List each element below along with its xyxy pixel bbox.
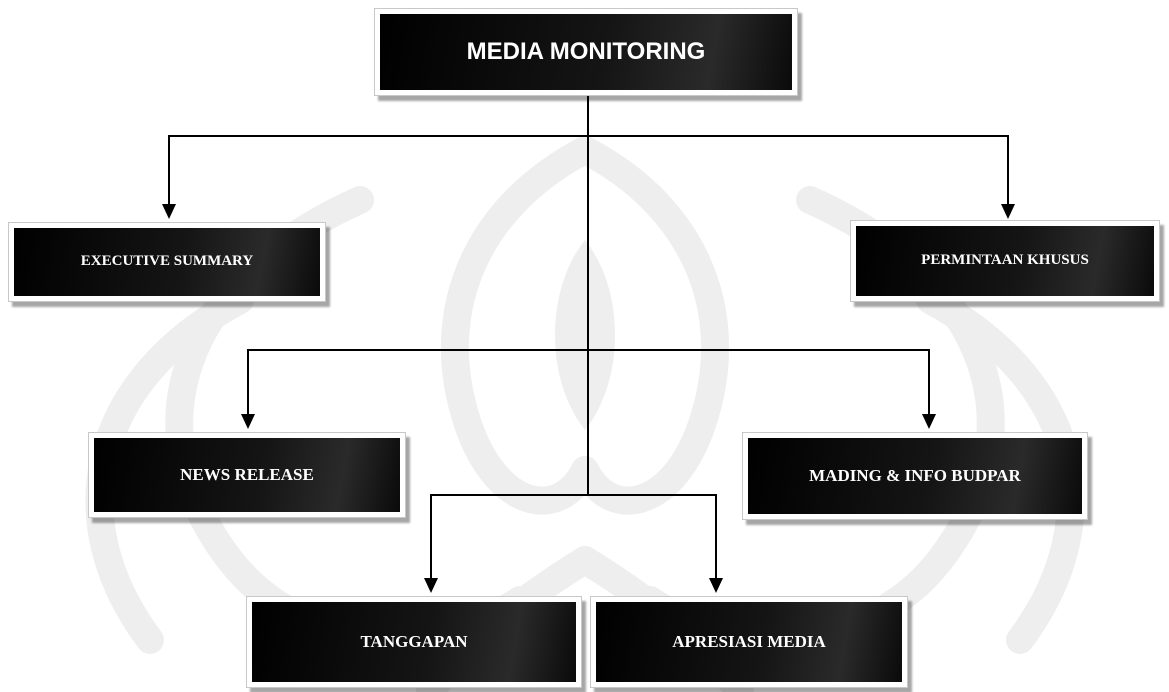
arrowhead-apresiasi-media bbox=[709, 578, 723, 593]
edge-to-executive-summary bbox=[168, 135, 588, 208]
node-label: NEWS RELEASE bbox=[94, 438, 400, 512]
node-label: MEDIA MONITORING bbox=[380, 14, 792, 90]
node-label: TANGGAPAN bbox=[252, 602, 576, 682]
edge-to-permintaan-khusus bbox=[588, 135, 1009, 208]
node-permintaan-khusus: PERMINTAAN KHUSUS bbox=[850, 220, 1160, 302]
edge-to-news-release bbox=[247, 349, 588, 418]
node-executive-summary: EXECUTIVE SUMMARY bbox=[8, 222, 326, 302]
arrowhead-permintaan-khusus bbox=[1001, 204, 1015, 219]
node-label: PERMINTAAN KHUSUS bbox=[856, 226, 1154, 296]
node-news-release: NEWS RELEASE bbox=[88, 432, 406, 518]
arrowhead-mading-info-budpar bbox=[922, 414, 936, 429]
arrowhead-tanggapan bbox=[424, 578, 438, 593]
edge-to-apresiasi-media bbox=[588, 494, 717, 582]
arrowhead-news-release bbox=[241, 414, 255, 429]
node-apresiasi-media: APRESIASI MEDIA bbox=[590, 596, 908, 688]
edge-to-mading-info-budpar bbox=[588, 349, 930, 418]
node-label: EXECUTIVE SUMMARY bbox=[14, 228, 320, 296]
node-tanggapan: TANGGAPAN bbox=[246, 596, 582, 688]
edge-to-tanggapan bbox=[430, 494, 588, 582]
node-media-monitoring: MEDIA MONITORING bbox=[374, 8, 798, 96]
node-mading-info-budpar: MADING & INFO BUDPAR bbox=[742, 432, 1088, 520]
arrowhead-executive-summary bbox=[162, 204, 176, 219]
node-label: MADING & INFO BUDPAR bbox=[748, 438, 1082, 514]
node-label: APRESIASI MEDIA bbox=[596, 602, 902, 682]
